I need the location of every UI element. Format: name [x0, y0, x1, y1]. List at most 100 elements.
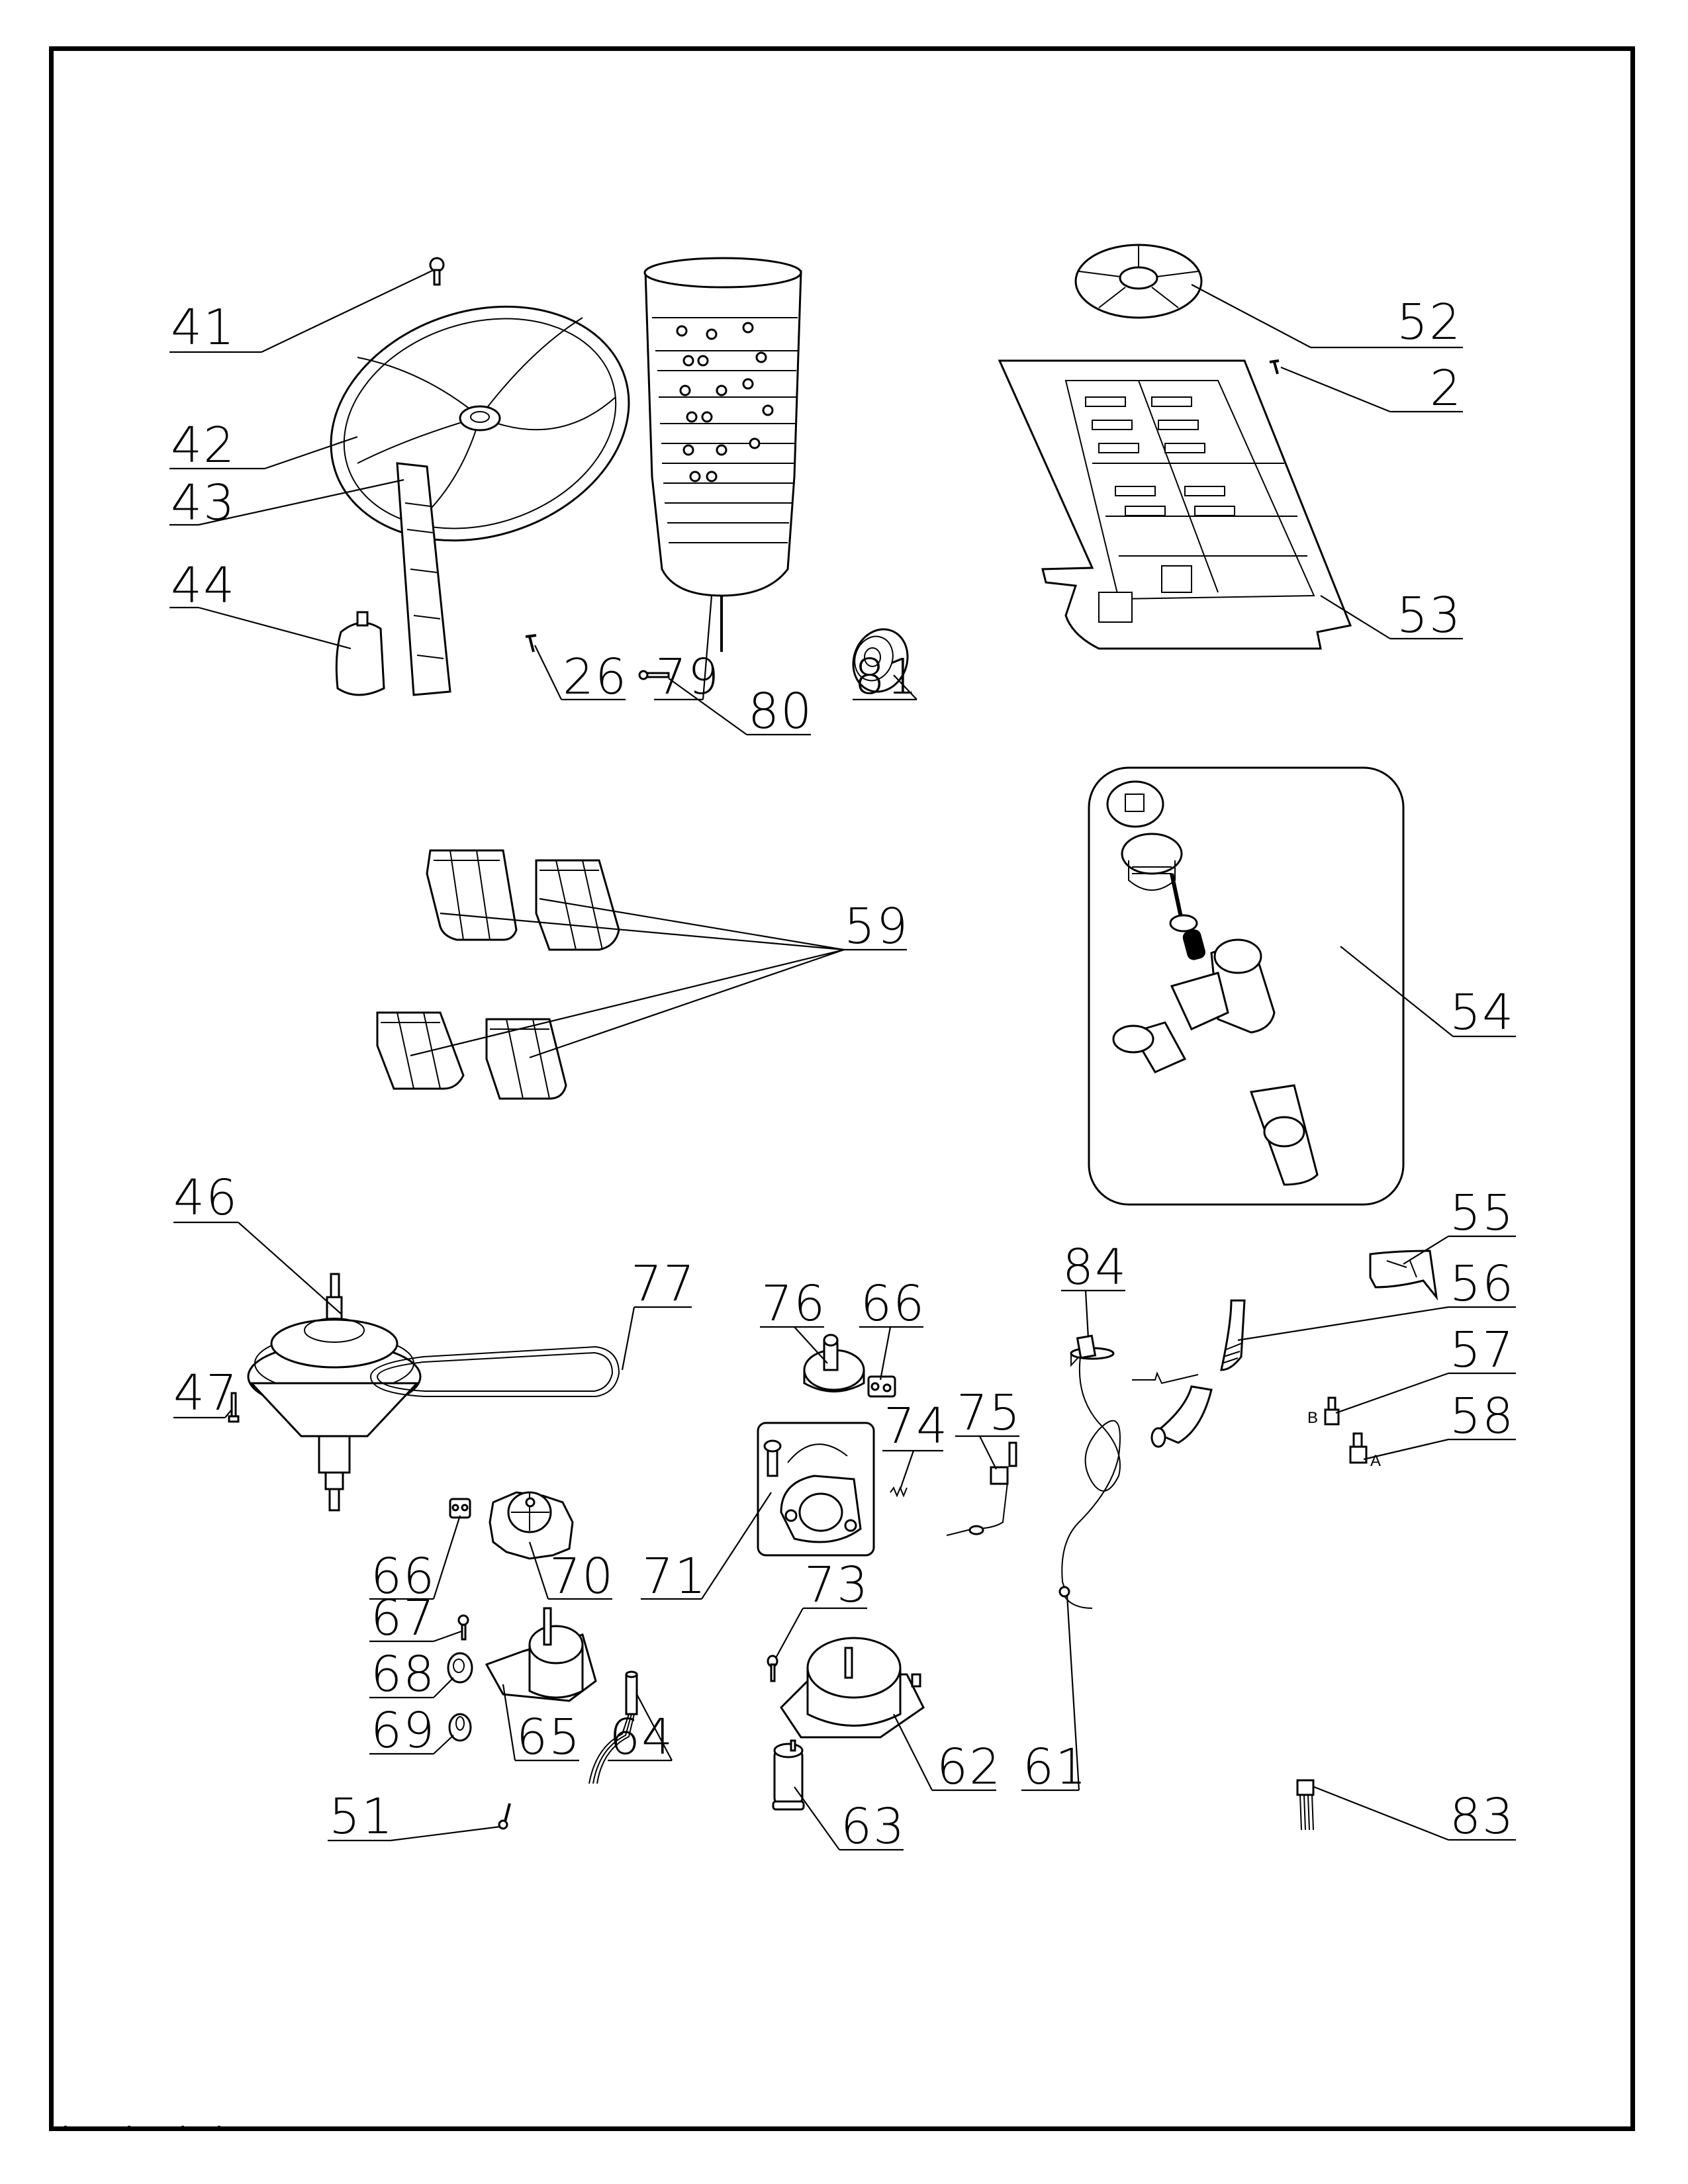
callout-67: 67 [369, 1590, 462, 1647]
part-label-71: 71 [642, 1548, 707, 1605]
part-65-wash-motor [485, 1607, 597, 1702]
drawing-frame [49, 46, 1635, 2131]
part-71-brake-assembly [757, 1422, 875, 1557]
part-56-drain-hose [1132, 1299, 1246, 1448]
callout-77: 77 [621, 1255, 696, 1371]
callout-62: 62 [893, 1713, 1002, 1796]
part-label-54: 54 [1450, 984, 1515, 1041]
callout-84: 84 [1061, 1239, 1127, 1351]
part-74-spring [890, 1486, 908, 1498]
part-label-70: 70 [549, 1548, 614, 1605]
callout-66-upper: 66 [859, 1275, 924, 1381]
part-label-47: 47 [173, 1365, 238, 1422]
part-57-tag: B [1307, 1409, 1318, 1427]
part-label-52: 52 [1397, 294, 1462, 351]
part-label-51: 51 [329, 1788, 394, 1845]
part-label-67: 67 [371, 1590, 436, 1647]
part-73-screw [767, 1655, 778, 1682]
callout-63: 63 [794, 1786, 906, 1855]
part-label-41: 41 [171, 299, 236, 356]
part-label-2: 2 [1430, 360, 1462, 417]
callout-54: 54 [1340, 946, 1516, 1041]
callout-43: 43 [169, 475, 404, 531]
part-80-screw [638, 670, 670, 680]
callout-66-lower: 66 [369, 1515, 461, 1605]
part-26-screw [525, 634, 537, 653]
part-2-screw [1269, 359, 1280, 375]
callout-56: 56 [1237, 1255, 1516, 1342]
part-label-57: 57 [1450, 1322, 1515, 1379]
callout-74: 74 [882, 1398, 949, 1490]
part-label-55: 55 [1450, 1185, 1515, 1242]
part-43-filter-frame [396, 462, 451, 696]
part-label-74: 74 [884, 1398, 949, 1455]
callout-55: 55 [1403, 1185, 1516, 1265]
callout-65: 65 [502, 1684, 581, 1766]
part-label-62: 62 [937, 1739, 1002, 1796]
part-label-68: 68 [371, 1646, 436, 1703]
callout-46: 46 [173, 1169, 342, 1314]
part-68-rubber-bush [447, 1652, 473, 1684]
part-41-screw [429, 257, 445, 286]
callout-52: 52 [1191, 284, 1463, 351]
part-67-screw [457, 1614, 469, 1641]
part-52-basket-cover [1074, 244, 1203, 319]
part-label-64: 64 [609, 1709, 674, 1766]
part-label-84: 84 [1062, 1239, 1127, 1296]
part-label-59: 59 [844, 898, 909, 955]
callout-42: 42 [169, 417, 358, 474]
part-75-switch-wire [946, 1441, 1017, 1536]
part-83-wire-harness [1296, 1779, 1315, 1831]
part-label-77: 77 [631, 1255, 696, 1312]
part-51-screw [498, 1803, 511, 1830]
part-70-motor-pulley [489, 1491, 574, 1560]
part-label-58: 58 [1450, 1388, 1515, 1445]
callout-80: 80 [668, 678, 813, 740]
part-53-base-panel [998, 359, 1352, 650]
callout-75: 75 [955, 1385, 1021, 1470]
callout-79: 79 [654, 595, 719, 705]
part-61-power-cord [1058, 1334, 1121, 1609]
foot-3 [376, 1011, 465, 1090]
part-62-spin-motor [780, 1637, 925, 1739]
part-58-connector-a: A [1349, 1432, 1381, 1470]
part-label-65: 65 [516, 1709, 581, 1766]
part-55-bag [1369, 1250, 1438, 1301]
foot-1 [426, 849, 518, 941]
callout-41: 41 [169, 269, 434, 356]
part-63-capacitor [772, 1739, 805, 1811]
foot-4 [485, 1018, 567, 1100]
part-label-43: 43 [171, 475, 236, 531]
part-57-connector-b: B [1307, 1396, 1340, 1427]
part-66-bolt-nut-upper [867, 1375, 896, 1398]
part-label-69: 69 [371, 1702, 436, 1759]
part-label-80: 80 [748, 683, 813, 740]
callout-71: 71 [641, 1492, 772, 1605]
callout-81: 81 [853, 649, 919, 705]
callout-83: 83 [1313, 1786, 1516, 1845]
callout-44: 44 [169, 557, 352, 650]
part-59-feet [376, 849, 620, 1100]
part-label-76: 76 [761, 1275, 826, 1332]
part-label-75: 75 [957, 1385, 1021, 1441]
part-66-bolt-nut-lower [449, 1498, 471, 1519]
part-label-81: 81 [854, 649, 919, 705]
part-label-63: 63 [841, 1798, 906, 1855]
part-42-pulsator [330, 305, 630, 542]
callout-73: 73 [775, 1557, 868, 1659]
callout-53: 53 [1320, 587, 1463, 644]
callout-58: 58 [1363, 1388, 1516, 1461]
part-47-bolt [228, 1392, 240, 1423]
part-58-tag: A [1370, 1452, 1381, 1470]
callout-76: 76 [760, 1275, 828, 1364]
callout-59: 59 [410, 897, 909, 1059]
part-label-46: 46 [173, 1169, 238, 1226]
part-79-spin-tub [643, 257, 802, 652]
part-46-gearbox-clutch [247, 1273, 422, 1512]
callout-57: 57 [1335, 1322, 1516, 1414]
part-69-bush [448, 1713, 472, 1742]
part-label-42: 42 [171, 417, 236, 474]
part-label-44: 44 [171, 557, 236, 614]
